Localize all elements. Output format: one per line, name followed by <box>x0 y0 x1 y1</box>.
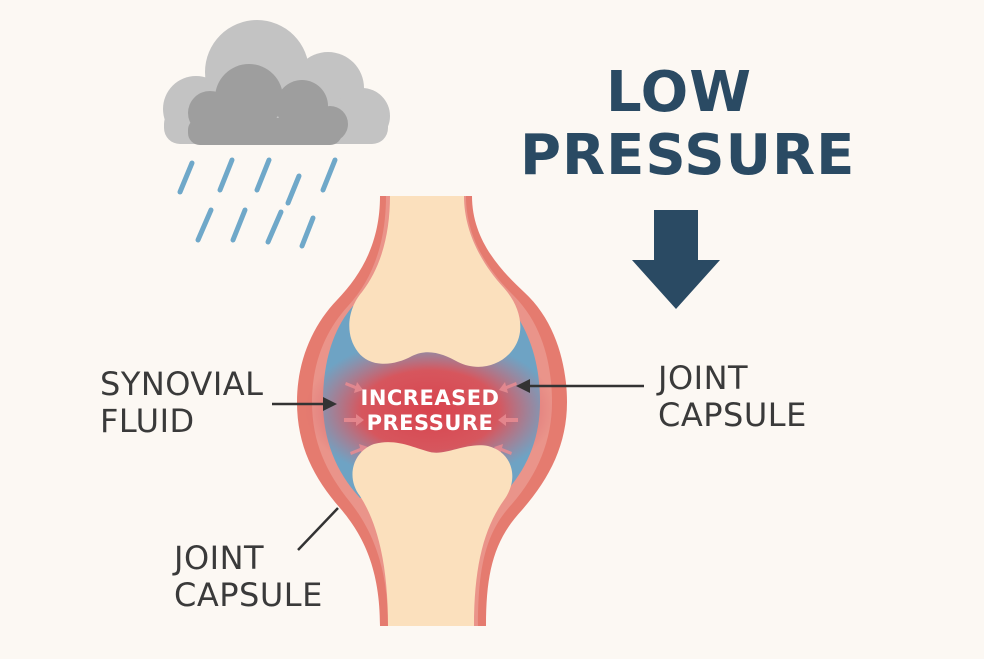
capsule-left-line-2: CAPSULE <box>174 576 323 615</box>
raindrop <box>299 215 316 249</box>
rain-cloud-icon <box>163 20 390 249</box>
raindrop <box>320 157 338 193</box>
capsule-right-line-2: CAPSULE <box>658 396 807 435</box>
raindrop <box>254 157 272 193</box>
joint-capsule-label-right: JOINT CAPSULE <box>658 359 807 435</box>
increased-pressure-label: INCREASED PRESSURE <box>330 386 530 436</box>
raindrop <box>195 207 214 243</box>
center-line-1: INCREASED <box>360 386 500 410</box>
upper-bone <box>349 196 521 367</box>
pressure-zone <box>305 338 555 482</box>
synovial-line-1: SYNOVIAL <box>100 365 264 403</box>
raindrop <box>177 160 195 195</box>
raindrop <box>230 207 248 243</box>
raindrop <box>265 209 284 245</box>
down-arrow-icon <box>632 210 720 309</box>
capsule-left-line-1: JOINT <box>174 539 265 577</box>
leader-capsule-left <box>297 507 339 551</box>
page-title: LOW PRESSURE <box>520 60 856 188</box>
joint-capsule-label-left: JOINT CAPSULE <box>174 539 323 615</box>
capsule-right-line-1: JOINT <box>658 359 749 397</box>
synovial-line-2: FLUID <box>100 402 195 441</box>
raindrop <box>217 157 235 193</box>
leader-capsule-right <box>516 379 644 393</box>
lower-bone <box>352 442 513 626</box>
title-line-1: LOW <box>605 60 753 125</box>
raindrop <box>285 173 302 206</box>
center-line-2: PRESSURE <box>366 411 494 436</box>
title-line-2: PRESSURE <box>520 122 856 188</box>
leader-synovial <box>272 397 337 411</box>
synovial-fluid-label: SYNOVIAL FLUID <box>100 365 264 441</box>
